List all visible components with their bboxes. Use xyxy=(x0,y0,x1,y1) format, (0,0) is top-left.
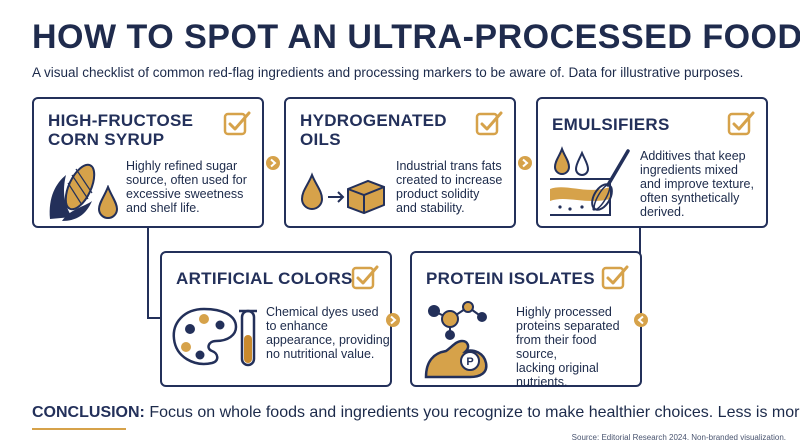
conclusion-underline xyxy=(32,428,126,430)
oil-drop-to-fat-block-icon xyxy=(300,172,385,215)
card-description: Additives that keep ingredients mixed an… xyxy=(640,149,754,219)
card-title: EMULSIFIERS xyxy=(552,115,670,134)
arrow-right-icon xyxy=(266,156,280,170)
conclusion-body: Focus on whole foods and ingredients you… xyxy=(144,404,800,421)
corn-icon xyxy=(49,163,96,221)
card-description: Highly processed proteins separated from… xyxy=(516,305,620,389)
card-emulsifiers: EMULSIFIERS Additives that keep ingredie… xyxy=(536,97,768,228)
arrow-right-icon xyxy=(386,313,400,327)
molecule-muscle-icon: P xyxy=(424,301,488,379)
arrow-left-icon xyxy=(634,313,648,327)
check-icon xyxy=(351,265,379,290)
card-protein-isolates: PROTEIN ISOLATES P Highly processed prot… xyxy=(410,251,642,389)
card-description: Highly refined sugar source, often used … xyxy=(126,159,247,215)
protein-badge-text: P xyxy=(466,356,473,368)
drop-icon xyxy=(97,185,119,219)
card-description: Chemical dyes used to enhance appearance… xyxy=(266,305,390,361)
card-title: ARTIFICIAL COLORS xyxy=(176,269,353,288)
page-subtitle: A visual checklist of common red-flag in… xyxy=(32,65,744,80)
card-title: HYDROGENATED OILS xyxy=(300,111,447,149)
whisk-bowl-icon xyxy=(550,146,630,216)
palette-test-tube-icon xyxy=(172,307,257,367)
card-title: HIGH-FRUCTOSE CORN SYRUP xyxy=(48,111,194,149)
conclusion-label: CONCLUSION: xyxy=(32,404,145,421)
card-title: PROTEIN ISOLATES xyxy=(426,269,595,288)
check-icon xyxy=(475,111,503,136)
card-high-fructose-corn-syrup: HIGH-FRUCTOSE CORN SYRUP Highly refined … xyxy=(32,97,264,228)
arrow-right-icon xyxy=(518,156,532,170)
conclusion-text: CONCLUSION: Focus on whole foods and ing… xyxy=(32,404,800,422)
source-note: Source: Editorial Research 2024. Non-bra… xyxy=(571,433,786,442)
page-title: HOW TO SPOT AN ULTRA-PROCESSED FOOD xyxy=(32,18,800,56)
card-artificial-colors: ARTIFICIAL COLORS Chemical dyes used to … xyxy=(160,251,392,387)
card-description: Industrial trans fats created to increas… xyxy=(396,159,503,215)
check-icon xyxy=(727,111,755,136)
card-hydrogenated-oils: HYDROGENATED OILS Industrial trans fats … xyxy=(284,97,516,228)
check-icon xyxy=(601,265,629,290)
check-icon xyxy=(223,111,251,136)
